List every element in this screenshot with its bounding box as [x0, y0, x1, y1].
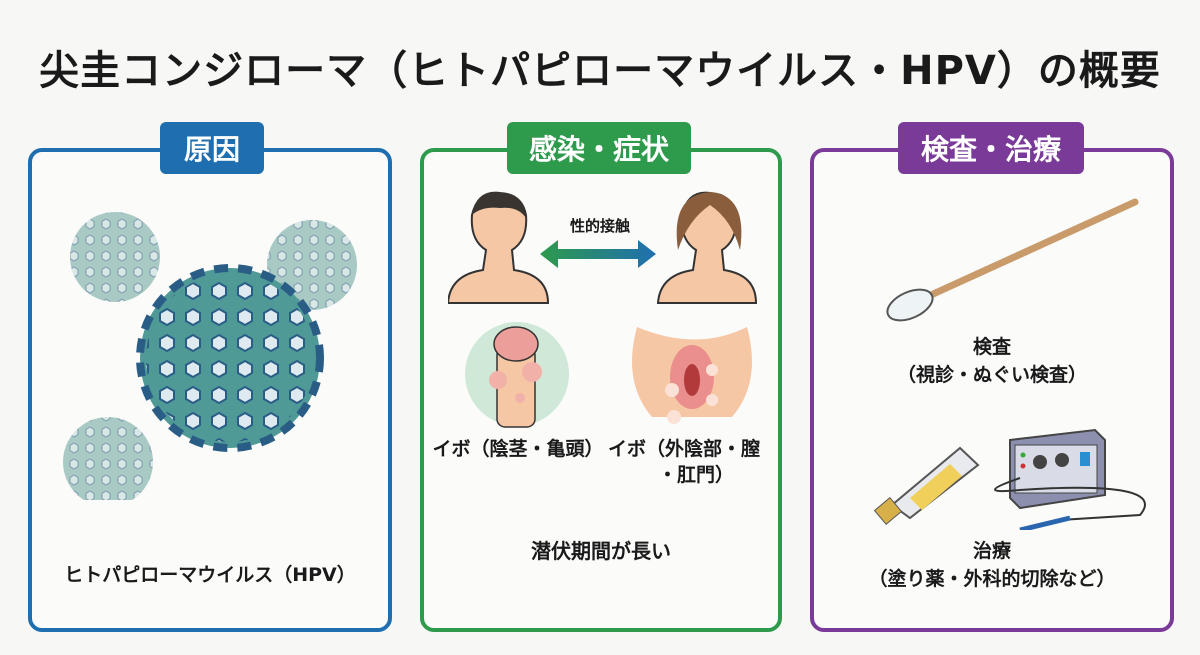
female-symptom-label: イボ（外陰部・膣 [608, 438, 761, 460]
incubation-note: 潜伏期間が長い [531, 539, 671, 563]
female-symptom-label-cont: ・肛門） [658, 464, 735, 486]
electrosurgery-device-icon [994, 428, 1146, 530]
treatment-title: 治療 [972, 540, 1011, 562]
infection-header: 感染・症状 [507, 122, 691, 174]
arrow-label: 性的接触 [569, 217, 630, 235]
exam-title: 検査 [972, 336, 1011, 358]
people-illustration [448, 191, 758, 304]
treatment-detail: （塗り薬・外科的切除など） [868, 568, 1116, 590]
treatment-illustration [873, 428, 1146, 530]
double-arrow-icon [540, 240, 656, 268]
treatment-header: 検査・治療 [898, 122, 1084, 174]
cause-caption: ヒトパピローマウイルス（HPV） [64, 564, 356, 586]
cause-header: 原因 [160, 122, 264, 174]
page-title: 尖圭コンジローマ（ヒトパピローマウイルス・HPV）の概要 [39, 48, 1161, 94]
exam-detail: （視診・ぬぐい検査） [896, 364, 1087, 386]
symptom-illustration [465, 322, 752, 428]
ointment-tube-icon [873, 446, 980, 526]
female-figure-icon [656, 191, 758, 304]
treatment-panel [810, 148, 1174, 632]
swab-icon [886, 198, 1139, 322]
hpv-virus-illustration [63, 212, 357, 500]
male-figure-icon [448, 191, 550, 304]
male-symptom-label: イボ（陰茎・亀頭） [432, 438, 604, 460]
